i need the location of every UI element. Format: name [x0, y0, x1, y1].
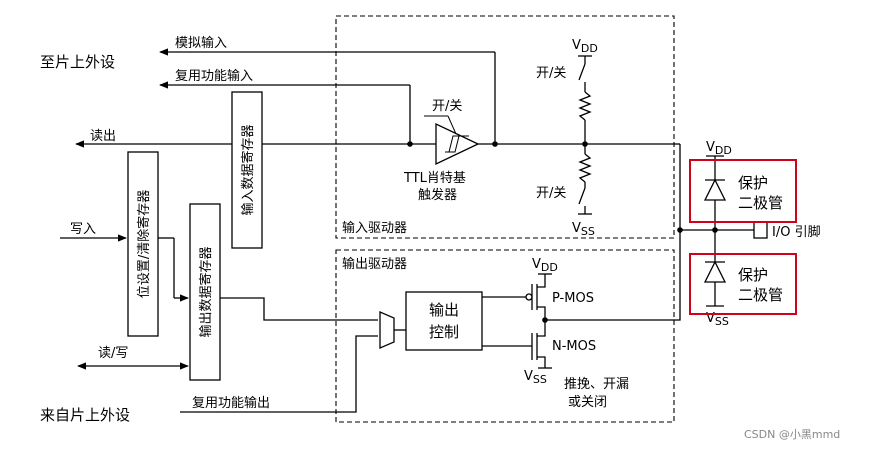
- pmos-source: [537, 274, 546, 288]
- from-peripheral-label: 来自片上外设: [40, 406, 130, 424]
- hysteresis-icon: [445, 135, 469, 153]
- protect-upper-label: 保护: [738, 174, 768, 192]
- lower-protection-highlight: [689, 253, 797, 315]
- upper-diode-icon: [703, 178, 727, 201]
- output-driver-label: 输出驱动器: [342, 256, 407, 272]
- ttl-label: 触发器: [418, 187, 457, 203]
- trigger-switch-label: 开/关: [432, 99, 462, 114]
- pulldown-switch-icon: [578, 187, 586, 205]
- junction-dot: [712, 227, 718, 233]
- push-pull-label: 或关闭: [568, 395, 607, 410]
- vss-out-label: VSS: [524, 369, 547, 386]
- bsrr-register: [127, 151, 159, 337]
- pulldown-resistor: [578, 153, 592, 183]
- io-pin-box: [753, 221, 768, 239]
- vss-diode-label: VSS: [706, 311, 729, 328]
- hysteresis-icon: [448, 135, 463, 153]
- pmos-label: P-MOS: [552, 291, 594, 306]
- input-data-register-label: 输入数据寄存器: [240, 124, 256, 215]
- nmos-label: N-MOS: [552, 339, 596, 354]
- pulldown-switch-label: 开/关: [536, 186, 566, 201]
- write-label: 写入: [70, 222, 96, 237]
- to-peripheral-label: 至片上外设: [40, 53, 115, 71]
- junction-dot: [677, 227, 683, 233]
- output-to-pin-wire: [545, 230, 681, 321]
- vdd-top-label: VDD: [572, 38, 598, 55]
- output-data-register: [189, 203, 221, 381]
- output-control-label: 控制: [429, 323, 459, 341]
- pmos-drain: [537, 306, 546, 320]
- protect-lower-label: 二极管: [738, 286, 783, 304]
- protect-lower-label: 保护: [738, 266, 768, 284]
- nmos-drain: [537, 333, 546, 337]
- upper-protection-highlight: [689, 159, 797, 223]
- input-driver-label: 输入驱动器: [342, 220, 407, 236]
- pmos-gate-bubble: [525, 293, 533, 301]
- bsrr-register-label: 位设置/清除寄存器: [136, 190, 152, 298]
- read-label: 读出: [90, 129, 116, 144]
- io-pin-label: I/O 引脚: [772, 224, 821, 240]
- junction-dot: [492, 141, 498, 147]
- alt-func-output-label: 复用功能输出: [192, 395, 270, 411]
- output-mux: [379, 311, 395, 349]
- trigger-switch-lever: [447, 115, 457, 135]
- csdn-watermark: CSDN @小黑mmd: [744, 428, 840, 441]
- input-data-register: [231, 91, 263, 249]
- junction-dot: [407, 141, 413, 147]
- ttl-label: TTL肖特基: [403, 171, 466, 186]
- output-control-label: 输出: [429, 301, 459, 319]
- pullup-switch-label: 开/关: [536, 66, 566, 81]
- output-control-box: [405, 291, 483, 351]
- analog-input-label: 模拟输入: [175, 35, 227, 51]
- pullup-resistor: [578, 91, 592, 121]
- lower-diode-icon: [703, 260, 727, 283]
- input-driver-region: [335, 15, 675, 239]
- output-driver-region: [335, 249, 675, 423]
- read-write-label: 读/写: [98, 346, 128, 361]
- pullup-switch-icon: [578, 63, 586, 81]
- vss-mid-label: VSS: [572, 221, 595, 238]
- push-pull-label: 推挽、开漏: [564, 376, 629, 392]
- vdd-out-label: VDD: [532, 257, 558, 274]
- alt-func-input-label: 复用功能输入: [175, 68, 253, 84]
- odr-to-mux-wire: [220, 297, 378, 321]
- alt-output-to-mux-wire: [180, 335, 378, 413]
- output-data-register-label: 输出数据寄存器: [198, 246, 214, 337]
- nmos-source: [537, 356, 546, 368]
- vdd-diode-label: VDD: [706, 140, 732, 157]
- protect-upper-label: 二极管: [738, 194, 783, 212]
